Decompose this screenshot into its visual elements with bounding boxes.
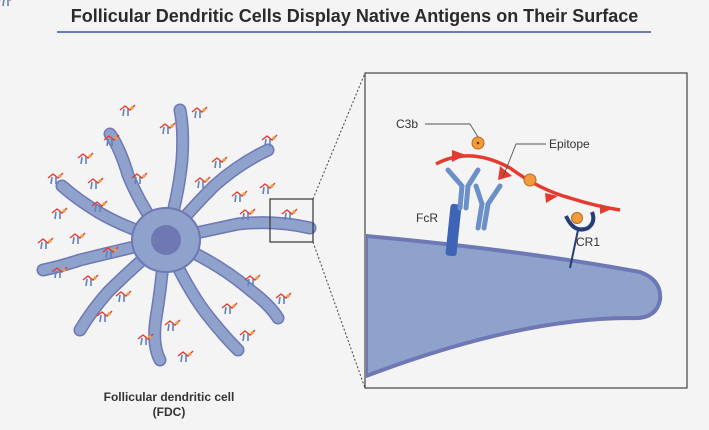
magnify-box	[269, 198, 314, 243]
antigen-complex	[0, 0, 11, 7]
zoom-guide-top	[312, 72, 366, 200]
cr1-receptor-stem	[569, 229, 579, 269]
antibody-left	[445, 167, 481, 211]
label-cr1: CR1	[576, 235, 600, 249]
zoom-panel: C3b Epitope FcR CR1	[364, 72, 688, 389]
epitope-leader-line	[502, 143, 546, 178]
label-epitope: Epitope	[549, 137, 590, 151]
cr1-bound-c3b	[571, 212, 583, 224]
antibody-right	[473, 183, 503, 231]
c3b-dot	[476, 141, 480, 145]
zoom-guide-bottom	[312, 241, 366, 389]
antigen-arrow-1	[452, 150, 466, 162]
antigen-arrow-3	[545, 193, 558, 203]
label-c3b: C3b	[396, 117, 418, 131]
antigen-strand	[435, 154, 621, 212]
c3b-molecule-2	[523, 173, 537, 187]
antigen-arrow-4	[600, 204, 612, 214]
dendrite-membrane	[366, 233, 663, 379]
cell-caption-line1: Follicular dendritic cell	[104, 390, 235, 404]
cr1-receptor-cup	[564, 211, 596, 232]
cell-caption-line2: (FDC)	[153, 405, 186, 419]
title-underline	[57, 31, 651, 33]
surface-antigens	[0, 0, 298, 363]
cell-nucleus	[151, 225, 181, 255]
fcr-receptor	[445, 203, 462, 257]
label-fcr: FcR	[416, 211, 438, 225]
fdc-cell	[36, 103, 317, 367]
figure-title: Follicular Dendritic Cells Display Nativ…	[70, 6, 639, 26]
c3b-leader-line	[425, 123, 479, 138]
